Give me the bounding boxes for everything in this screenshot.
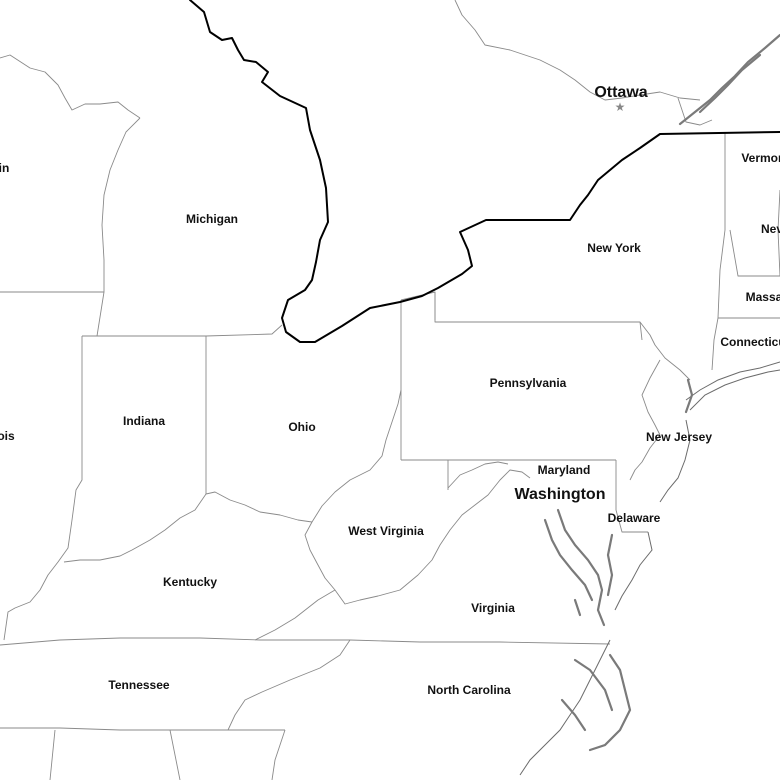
state-label-illinois[interactable]: ois [0,429,15,443]
state-label-delaware[interactable]: Delaware [608,511,661,525]
state-borders [0,54,780,780]
state-label-maryland[interactable]: Maryland [538,463,591,477]
canada-context [454,0,780,126]
state-label-new-jersey[interactable]: New Jersey [646,430,712,444]
state-label-connecticut[interactable]: Connecticu [720,335,780,349]
state-label-west-virginia[interactable]: West Virginia [348,524,424,538]
international-border [189,0,780,343]
state-label-ohio[interactable]: Ohio [288,420,315,434]
star-icon: ★ [615,100,626,114]
capital-label-washington[interactable]: Washington [515,486,606,503]
state-label-massachusetts[interactable]: Massa [746,290,780,304]
state-label-kentucky[interactable]: Kentucky [163,575,217,589]
state-label-wisconsin[interactable]: in [0,161,9,175]
ottawa-marker[interactable]: ★ [615,100,626,114]
map-labels: in Michigan ois Indiana Ohio Kentucky Te… [0,84,780,697]
coastline [519,361,780,776]
state-label-vermont[interactable]: Vermor [741,151,780,165]
state-label-pennsylvania[interactable]: Pennsylvania [490,376,567,390]
state-label-michigan[interactable]: Michigan [186,212,238,226]
capital-label-ottawa[interactable]: Ottawa [594,84,647,101]
state-label-indiana[interactable]: Indiana [123,414,165,428]
state-label-north-carolina[interactable]: North Carolina [427,683,511,697]
state-label-new-york[interactable]: New York [587,241,641,255]
state-label-tennessee[interactable]: Tennessee [108,678,169,692]
state-label-new-hampshire[interactable]: Nev [761,222,780,236]
state-label-virginia[interactable]: Virginia [471,601,515,615]
